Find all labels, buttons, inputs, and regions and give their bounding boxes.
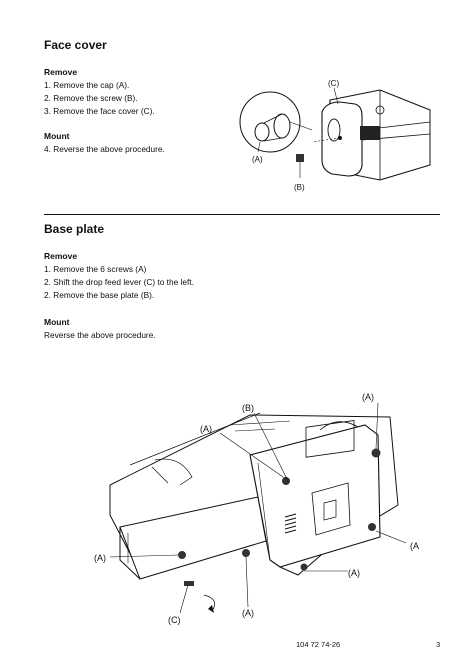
step-item: 1. Remove the 6 screws (A) (44, 264, 147, 274)
fig-label-a: (A) (200, 424, 212, 434)
base-plate-illustration: (B) (A) (A) (A (A) (A) (A) (C) (94, 392, 419, 625)
step-item: 1. Remove the cap (A). (44, 80, 130, 90)
face-cover-title: Face cover (44, 38, 107, 52)
step-item: 4. Reverse the above procedure. (44, 144, 165, 154)
footer-part-number: 104 72 74-26 (296, 640, 341, 649)
footer-page-number: 3 (436, 640, 441, 649)
face-cover-mount-steps: 4. Reverse the above procedure. (44, 143, 165, 156)
face-cover-mount-heading: Mount (44, 131, 70, 141)
section-divider (44, 214, 440, 215)
fig-label-c: (C) (328, 79, 339, 88)
base-plate-remove-heading: Remove (44, 251, 78, 261)
fig-label-a: (A) (252, 155, 263, 164)
base-plate-mount-text: Reverse the above procedure. (44, 330, 156, 340)
fig-label-a: (A) (242, 608, 254, 618)
face-cover-remove-heading: Remove (44, 67, 78, 77)
face-cover-illustration: (A) (B) (C) (239, 79, 431, 192)
base-plate-title: Base plate (44, 222, 105, 236)
step-item: 3. Remove the face cover (C). (44, 106, 155, 116)
fig-label-a: (A (410, 541, 419, 551)
base-plate-remove-steps: 1. Remove the 6 screws (A) 2. Shift the … (44, 263, 194, 302)
step-item: 2. Remove the screw (B). (44, 93, 138, 103)
fig-label-b: (B) (242, 403, 254, 413)
step-item: 2. Shift the drop feed lever (C) to the … (44, 277, 194, 287)
fig-label-a: (A) (362, 392, 374, 402)
fig-label-c: (C) (168, 615, 181, 625)
step-item: 2. Remove the base plate (B). (44, 290, 155, 300)
fig-label-b: (B) (294, 183, 305, 192)
fig-label-a: (A) (348, 568, 360, 578)
face-cover-remove-steps: 1. Remove the cap (A). 2. Remove the scr… (44, 79, 155, 118)
base-plate-mount-heading: Mount (44, 317, 70, 327)
fig-label-a: (A) (94, 553, 106, 563)
